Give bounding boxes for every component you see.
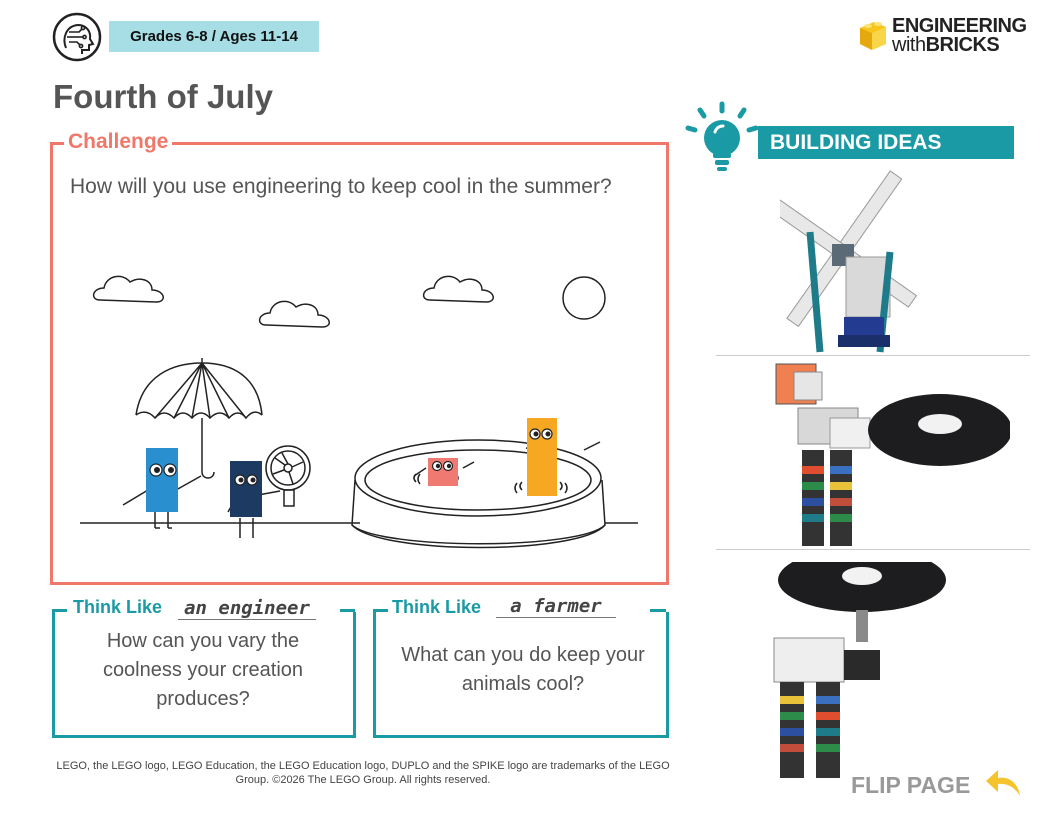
box-corner bbox=[340, 609, 355, 612]
fan-icon bbox=[265, 445, 311, 507]
building-idea-spinner bbox=[773, 562, 946, 778]
brand-line2-prefix: with bbox=[892, 34, 926, 56]
circuit-head-icon bbox=[52, 12, 102, 62]
character-navy bbox=[230, 461, 262, 517]
think-like-farmer-box bbox=[373, 612, 669, 738]
pool-icon bbox=[351, 439, 606, 549]
think-like-question: How can you vary the coolness your creat… bbox=[102, 630, 304, 710]
think-like-label: Think Like bbox=[73, 597, 163, 617]
building-idea-windmill bbox=[780, 170, 918, 353]
lego-brick-icon bbox=[860, 22, 886, 50]
cloud-icon bbox=[92, 275, 164, 303]
think-like-engineer-box bbox=[52, 612, 356, 738]
challenge-question: How will you use engineering to keep coo… bbox=[70, 175, 612, 198]
building-ideas-label: BUILDING IDEAS bbox=[770, 130, 942, 154]
building-ideas-banner: BUILDING IDEAS bbox=[758, 126, 1014, 159]
box-corner bbox=[373, 609, 388, 612]
sun-icon bbox=[562, 276, 606, 320]
divider bbox=[716, 355, 1030, 356]
think-like-fill: a farmer bbox=[496, 595, 616, 618]
brand-line2-bold: BRICKS bbox=[925, 34, 1000, 56]
character-blue bbox=[146, 448, 178, 512]
divider bbox=[716, 549, 1030, 550]
lightbulb-icon bbox=[685, 101, 759, 171]
cloud-icon bbox=[258, 300, 330, 328]
umbrella-icon bbox=[135, 358, 263, 479]
flip-page-label[interactable]: FLIP PAGE bbox=[851, 772, 971, 798]
think-like-question: What can you do keep your animals cool? bbox=[401, 644, 645, 695]
brand-line2: withBRICKS bbox=[892, 34, 1000, 57]
grade-badge: Grades 6-8 / Ages 11-14 bbox=[109, 21, 319, 52]
page-title: Fourth of July bbox=[53, 78, 273, 115]
curved-arrow-icon[interactable] bbox=[984, 766, 1024, 800]
building-idea-fan bbox=[775, 363, 1010, 546]
brand-line1: ENGINEERING bbox=[892, 15, 1027, 37]
challenge-box bbox=[50, 142, 669, 585]
trademark-footer: LEGO, the LEGO logo, LEGO Education, the… bbox=[56, 760, 670, 786]
cloud-icon bbox=[422, 275, 494, 303]
challenge-illustration bbox=[80, 275, 638, 549]
brand-logo: ENGINEERING withBRICKS bbox=[858, 14, 1027, 57]
think-like-label: Think Like bbox=[392, 597, 482, 617]
think-like-fill: an engineer bbox=[178, 597, 316, 620]
box-corner bbox=[52, 609, 67, 612]
character-pink bbox=[428, 458, 458, 486]
box-corner bbox=[650, 609, 666, 612]
challenge-label: Challenge bbox=[64, 130, 173, 154]
